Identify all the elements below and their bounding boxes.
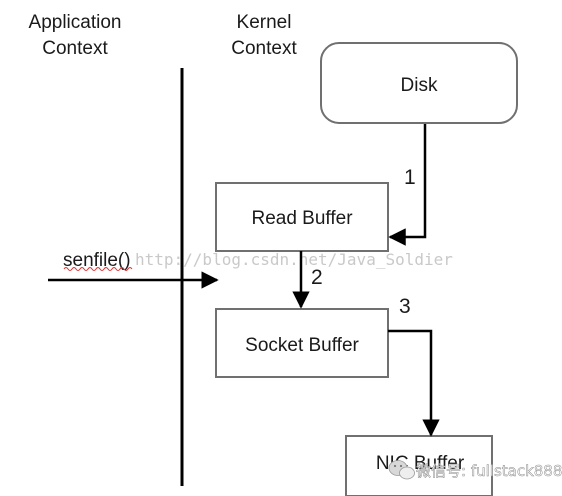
kernel-context-label: Kernel Context [231,12,297,59]
kernel-context-line-2: Context [231,38,297,59]
wechat-icon [388,460,415,480]
nic-buffer-box-shape [345,435,493,496]
wechat-id-text: 微信号: fullstack888 [416,462,562,480]
step-3-label: 3 [399,295,411,318]
socket-buffer-label: Socket Buffer [245,335,359,356]
watermark-url: http://blog.csdn.net/Java_Soldier [135,250,453,269]
disk-box-shape [320,42,518,124]
step-1-label: 1 [404,166,416,189]
kernel-context-line-1: Kernel [237,12,292,33]
application-context-label: Application Context [29,12,122,59]
socket-buffer-to-nic-buffer-arrow [388,329,440,437]
nic-buffer-box: NIC Buffer [345,435,493,496]
application-context-line-1: Application [29,12,122,33]
application-context-line-2: Context [42,38,108,59]
read-buffer-box: Read Buffer [215,182,389,252]
spellcheck-underline [63,267,133,271]
read-buffer-label: Read Buffer [251,208,353,229]
read-buffer-box-shape [215,182,389,252]
wechat-watermark: 微信号: fullstack888 [388,460,562,480]
disk-label: Disk [401,75,438,96]
step-2-label: 2 [311,266,323,289]
socket-buffer-box: Socket Buffer [215,308,389,378]
disk-box: Disk [320,42,518,124]
socket-buffer-box-shape [215,308,389,378]
disk-to-read-buffer-arrow [388,124,427,246]
sendfile-call-label: senfile() [63,250,131,271]
